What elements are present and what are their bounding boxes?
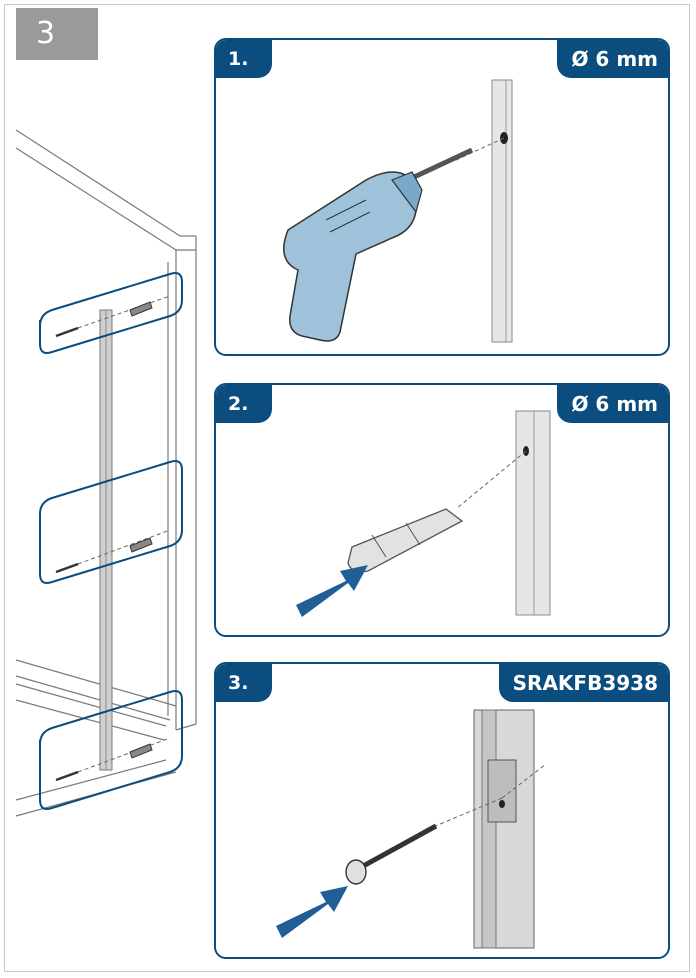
step-3-part-number-badge: SRAKFB3938 — [498, 664, 668, 702]
screw-illustration — [276, 709, 547, 949]
step-1-drill-size-badge: Ø 6 mm — [557, 40, 668, 78]
push-arrow-icon — [296, 565, 368, 617]
step-2-panel: 2. Ø 6 mm — [214, 383, 670, 637]
step-3-panel: 3. SRAKFB3938 — [214, 662, 670, 959]
cabinet-overview-illustration — [15, 129, 197, 817]
screw-icon — [345, 823, 438, 885]
page-frame — [4, 4, 690, 972]
drill-icon — [283, 171, 423, 342]
step-1-panel: 1. Ø 6 mm — [214, 38, 670, 356]
step-number-tab: 3 — [16, 8, 98, 60]
step-1-label: 1. — [216, 40, 272, 78]
drill-illustration — [283, 79, 513, 343]
step-3-label: 3. — [216, 664, 272, 702]
step-2-label: 2. — [216, 385, 272, 423]
wall-plug-icon — [347, 508, 464, 573]
push-arrow-icon — [276, 886, 348, 938]
wall-plug-illustration — [296, 410, 551, 617]
step-2-drill-size-badge: Ø 6 mm — [557, 385, 668, 423]
